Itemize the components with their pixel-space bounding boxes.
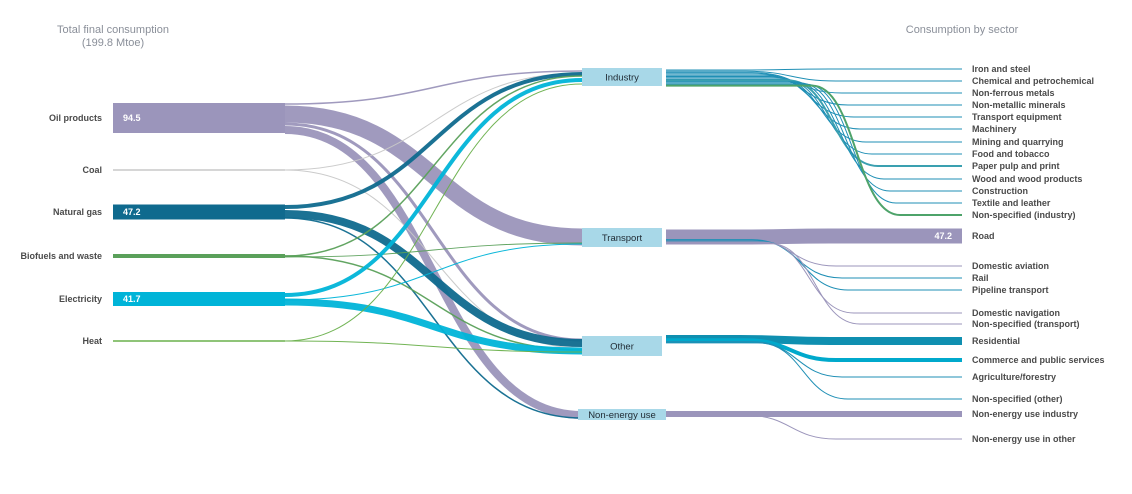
flow-elec-to-industry <box>284 78 583 297</box>
subsector-label-transport-equipment: Transport equipment <box>972 112 1062 122</box>
source-label-coal: Coal <box>82 165 102 175</box>
subsector-label-non-specified-transport: Non-specified (transport) <box>972 319 1080 329</box>
subsector-label-commerce-and-public-services: Commerce and public services <box>972 355 1105 365</box>
subsector-label-food-and-tobacco: Food and tobacco <box>972 149 1050 159</box>
subsector-label-non-ferrous-metals: Non-ferrous metals <box>972 88 1055 98</box>
subsector-label-pipeline-transport: Pipeline transport <box>972 285 1049 295</box>
source-label-heat: Heat <box>82 336 102 346</box>
source-value-gas: 47.2 <box>123 207 141 217</box>
subsector-label-domestic-navigation: Domestic navigation <box>972 308 1060 318</box>
subsector-label-mining-and-quarrying: Mining and quarrying <box>972 137 1064 147</box>
source-bar-oil <box>113 103 285 133</box>
flows-layer <box>284 68 962 440</box>
flow-other-to-commerce-and-public-services <box>666 338 962 362</box>
subsector-label-construction: Construction <box>972 186 1028 196</box>
flow-transport-to-rail <box>666 239 962 279</box>
subsector-label-iron-and-steel: Iron and steel <box>972 64 1031 74</box>
sector-label-other: Other <box>610 342 634 353</box>
sector-box-transport <box>582 228 662 247</box>
flow-industry-to-construction <box>666 82 962 192</box>
flow-transport-to-domestic-aviation <box>666 237 962 267</box>
source-bar-heat <box>113 340 285 342</box>
right-header-title: Consumption by sector <box>906 24 1019 36</box>
flow-elec-to-transport <box>284 243 583 301</box>
subsector-label-machinery: Machinery <box>972 124 1017 134</box>
flow-oil-to-transport <box>284 105 583 246</box>
subsector-label-agriculture-forestry: Agriculture/forestry <box>972 372 1056 382</box>
flow-heat-to-industry <box>284 83 583 342</box>
flow-coal-to-industry <box>284 72 583 171</box>
sector-label-industry: Industry <box>605 73 639 84</box>
subsector-label-non-energy-use-in-other: Non-energy use in other <box>972 434 1076 444</box>
source-label-gas: Natural gas <box>53 207 102 217</box>
source-label-bio: Biofuels and waste <box>20 251 102 261</box>
flow-bio-to-transport <box>284 242 583 258</box>
sector-box-industry <box>582 68 662 86</box>
flow-transport-to-road <box>666 228 962 245</box>
flow-other-to-non-specified-other <box>666 342 962 400</box>
source-bar-elec <box>113 292 285 306</box>
subsector-label-non-specified-industry: Non-specified (industry) <box>972 210 1076 220</box>
flow-other-to-agriculture-forestry <box>666 341 962 378</box>
flow-oil-to-industry <box>284 70 583 105</box>
source-label-oil: Oil products <box>49 113 102 123</box>
left-header-title: Total final consumption <box>57 24 169 36</box>
left-header-subtitle: (199.8 Mtoe) <box>82 37 144 49</box>
sector-label-nonenergy: Non-energy use <box>588 410 656 421</box>
flow-gas-to-industry <box>284 72 583 209</box>
source-bar-bio <box>113 254 285 258</box>
flow-industry-to-machinery <box>666 76 962 130</box>
sector-box-nonenergy <box>578 409 666 420</box>
subsector-label-road: Road <box>972 231 995 241</box>
source-value-oil: 94.5 <box>123 113 141 123</box>
subsector-label-non-metallic-minerals: Non-metallic minerals <box>972 100 1066 110</box>
flow-industry-to-iron-and-steel <box>666 68 962 71</box>
subsector-label-paper-pulp-and-print: Paper pulp and print <box>972 161 1060 171</box>
sector-label-transport: Transport <box>602 233 643 244</box>
subsector-label-residential: Residential <box>972 336 1020 346</box>
flow-transport-to-pipeline-transport <box>666 240 962 291</box>
subsector-label-rail: Rail <box>972 273 989 283</box>
subsector-label-textile-and-leather: Textile and leather <box>972 198 1051 208</box>
flow-bio-to-industry <box>284 75 583 257</box>
subsector-label-chemical-and-petrochemical: Chemical and petrochemical <box>972 76 1094 86</box>
flow-industry-to-non-specified-industry <box>666 84 962 216</box>
subsector-value-road: 47.2 <box>934 231 952 241</box>
subsector-label-wood-and-wood-products: Wood and wood products <box>972 174 1082 184</box>
flow-heat-to-other <box>284 340 583 353</box>
flow-industry-to-chemical-and-petrochemical <box>666 70 962 82</box>
sector-box-other <box>582 336 662 356</box>
flow-gas-to-other <box>284 210 583 347</box>
flow-nonenergy-to-non-energy-use-in-other <box>666 414 962 440</box>
flow-gas-to-nonenergy <box>284 217 583 419</box>
source-value-elec: 41.7 <box>123 294 141 304</box>
flow-transport-to-non-specified-transport <box>666 243 962 325</box>
flow-oil-to-other <box>284 122 583 342</box>
subsector-label-non-specified-other: Non-specified (other) <box>972 394 1063 404</box>
source-label-elec: Electricity <box>59 294 102 304</box>
subsector-label-non-energy-use-industry: Non-energy use industry <box>972 409 1078 419</box>
flow-elec-to-other <box>284 298 583 355</box>
source-bar-gas <box>113 204 285 220</box>
subsector-label-domestic-aviation: Domestic aviation <box>972 261 1049 271</box>
source-bar-coal <box>113 169 285 171</box>
